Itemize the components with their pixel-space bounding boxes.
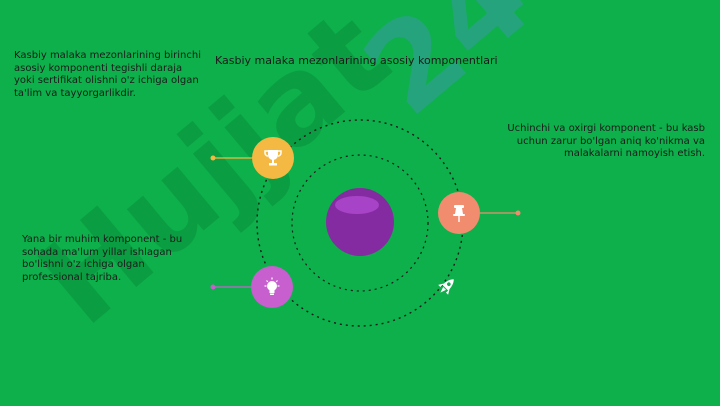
component-text-third: Uchinchi va oxirgi komponent - bu kasb u…: [507, 123, 705, 159]
lightbulb-icon: [264, 277, 280, 295]
slide-title: Kasbiy malaka mezonlarining asosiy kompo…: [215, 54, 498, 67]
component-text-second: Yana bir muhim komponent - bu sohada ma'…: [22, 234, 183, 283]
lightbulb-badge: [251, 266, 293, 308]
connector-dot-pin: [515, 210, 521, 216]
connector-dot-bulb: [210, 284, 216, 290]
inner-orbit: [291, 154, 429, 292]
rocket-icon: [438, 279, 454, 295]
component-text-first: Kasbiy malaka mezonlarining birinchi aso…: [14, 50, 201, 99]
connector-dot-trophy: [210, 155, 216, 161]
pushpin-icon: [453, 205, 465, 222]
trophy-icon: [264, 150, 282, 166]
trophy-badge: [252, 137, 294, 179]
center-sphere-highlight: [335, 196, 379, 214]
pushpin-badge: [438, 192, 480, 234]
